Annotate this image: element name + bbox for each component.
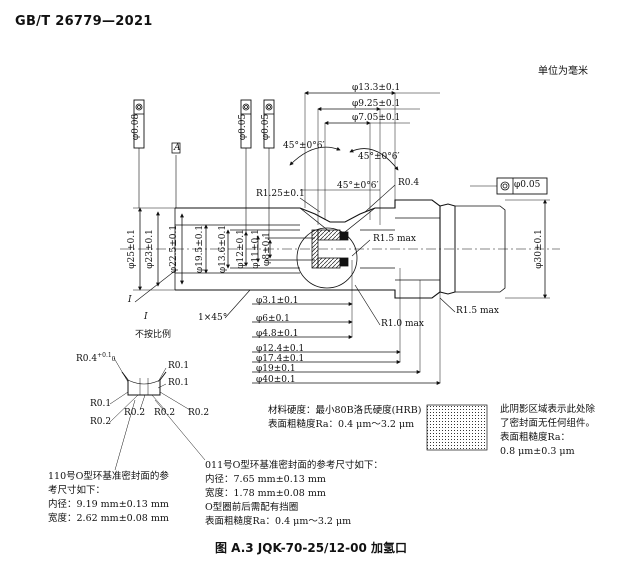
oring-011-line-2: 内径：7.65 mm±0.13 mm <box>205 474 326 485</box>
tolerance-value-4: φ0.05 <box>514 180 541 190</box>
dim-d40: φ40±0.1 <box>256 375 296 385</box>
dim-d11: φ11±0.1 <box>250 229 261 269</box>
groove-r0-2-a: R0.2 <box>90 417 112 427</box>
shaded-note-line-3: 表面粗糙度Ra： <box>500 432 571 443</box>
shaded-note-line-1: 此阴影区域表示此处除 <box>500 404 596 415</box>
datum-label: A <box>174 143 181 153</box>
tolerance-value-3: φ0.05 <box>261 113 272 141</box>
groove-r0-2-c: R0.2 <box>154 408 176 418</box>
shaded-note-line-2: 了密封面无任何组件。 <box>500 418 596 429</box>
unit-note: 单位为毫米 <box>538 66 588 77</box>
dim-d19-5: φ19.5±0.1 <box>195 224 206 274</box>
radius-r1-0-max: R1.0 max <box>381 319 424 329</box>
dim-d19: φ19±0.1 <box>256 364 296 374</box>
oring-011-line-5: 表面粗糙度Ra：0.4 μm～3.2 μm <box>205 516 352 527</box>
angle-left: 45°±0°6′ <box>283 141 325 151</box>
tolerance-value-1: φ0.08 <box>131 113 142 141</box>
shaded-note-line-4: 0.8 μm±0.3 μm <box>500 446 575 457</box>
oring-110-line-1: 110号O型环基准密封面的参 <box>48 471 169 482</box>
radius-r1-25: R1.25±0.1 <box>256 189 305 199</box>
material-note: 材料硬度：最小80B洛氏硬度(HRB) 表面粗糙度Ra：0.4 μm～3.2 μ… <box>268 404 421 432</box>
dim-d13-3: φ13.3±0.1 <box>352 83 401 93</box>
oring-110-line-3: 内径：9.19 mm±0.13 mm <box>48 499 169 510</box>
dim-d6: φ6±0.1 <box>256 314 290 324</box>
groove-r0-1-left: R0.1 <box>90 399 112 409</box>
chamfer-label: 1×45° <box>198 313 228 323</box>
radius-r1-5-max-top: R1.5 max <box>373 234 416 244</box>
radius-r1-5-max-bottom: R1.5 max <box>456 306 499 316</box>
dim-d9-25: φ9.25±0.1 <box>352 99 401 109</box>
dim-d8: φ8±0.1 <box>261 232 272 266</box>
dim-d17-4: φ17.4±0.1 <box>256 354 305 364</box>
tolerance-value-2: φ0.05 <box>238 113 249 141</box>
standard-number: GB/T 26779—2021 <box>15 14 153 29</box>
groove-r0-2-b: R0.2 <box>124 408 146 418</box>
dim-d12-4: φ12.4±0.1 <box>256 344 305 354</box>
dim-d7-05: φ7.05±0.1 <box>352 113 401 123</box>
radius-r0-4: R0.4 <box>398 178 420 188</box>
dim-d4-8: φ4.8±0.1 <box>256 329 299 339</box>
shaded-area-note: 此阴影区域表示此处除 了密封面无任何组件。 表面粗糙度Ra： 0.8 μm±0.… <box>500 403 595 459</box>
groove-r0-4: R0.4+0.10 <box>76 352 116 364</box>
detail-label: I <box>128 295 132 305</box>
groove-r0-2-d: R0.2 <box>188 408 210 418</box>
dim-d3-1: φ3.1±0.1 <box>256 296 299 306</box>
dim-d23: φ23±0.1 <box>144 229 155 269</box>
material-hardness: 材料硬度：最小80B洛氏硬度(HRB) <box>268 405 422 416</box>
groove-r0-1-mid: R0.1 <box>168 378 190 388</box>
oring-110-line-4: 宽度：2.62 mm±0.08 mm <box>48 513 169 524</box>
material-roughness: 表面粗糙度Ra：0.4 μm～3.2 μm <box>268 419 415 430</box>
angle-bottom: 45°±0°6′ <box>337 181 379 191</box>
dim-d25: φ25±0.1 <box>126 229 137 269</box>
dim-d13-6: φ13.6±0.1 <box>218 224 229 274</box>
detail-label-bottom: I <box>144 312 148 322</box>
angle-right: 45°±0°6′ <box>358 152 400 162</box>
dim-d12: φ12±0.1 <box>235 229 246 269</box>
scale-note: 不按比例 <box>135 330 172 340</box>
oring-110-note: 110号O型环基准密封面的参 考尺寸如下： 内径：9.19 mm±0.13 mm… <box>48 470 169 526</box>
oring-011-line-3: 宽度：1.78 mm±0.08 mm <box>205 488 326 499</box>
dim-d22-5: φ22.5±0.1 <box>169 224 180 274</box>
dim-d30: φ30±0.1 <box>533 229 544 269</box>
oring-011-line-4: O型圈前后需配有挡圈 <box>205 502 299 513</box>
oring-011-note: 011号O型环基准密封面的参考尺寸如下： 内径：7.65 mm±0.13 mm … <box>205 459 383 529</box>
oring-110-line-2: 考尺寸如下： <box>48 485 106 496</box>
figure-caption: 图 A.3 JQK-70-25/12-00 加氢口 <box>215 541 407 555</box>
oring-011-line-1: 011号O型环基准密封面的参考尺寸如下： <box>205 460 383 471</box>
groove-r0-1-top: R0.1 <box>168 361 190 371</box>
